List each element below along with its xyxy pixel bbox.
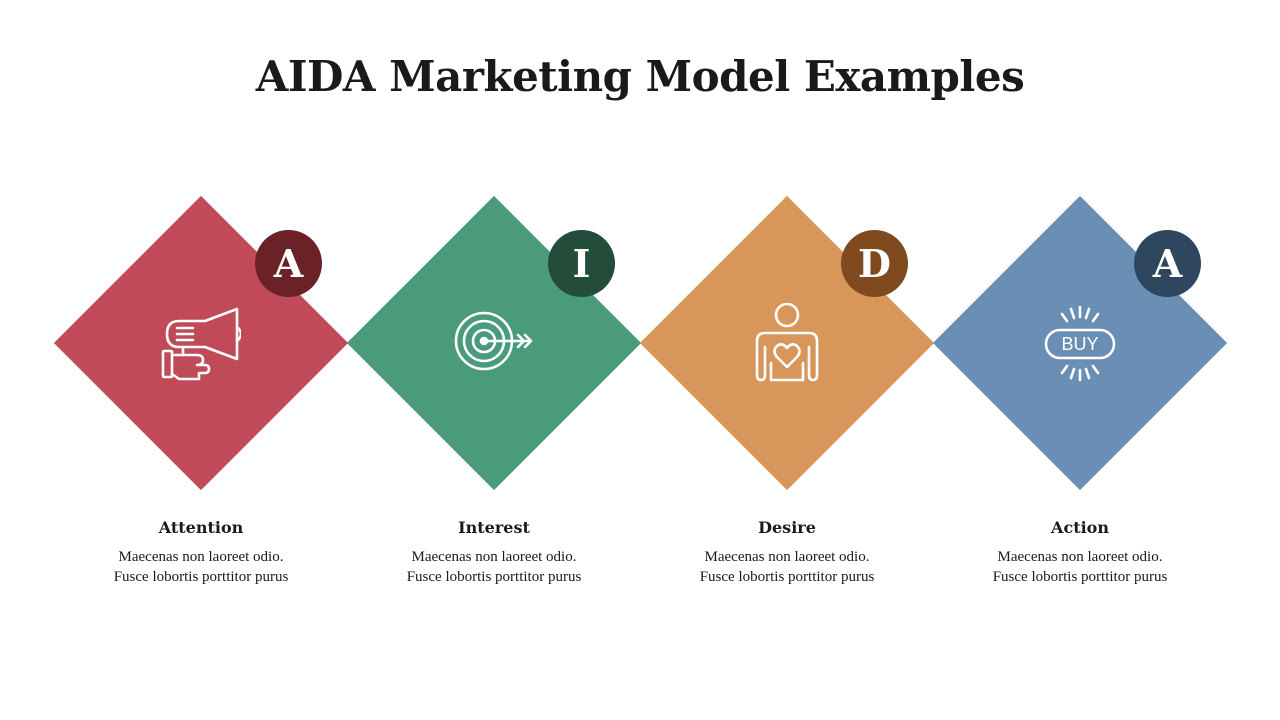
badge-letter: I <box>548 230 615 297</box>
step-label: Action <box>1051 518 1109 537</box>
description-line-1: Maecenas non laoreet odio. <box>704 549 870 565</box>
step-description: Maecenas non laoreet odio. Fusce loborti… <box>640 547 934 587</box>
step-label: Attention <box>158 518 244 537</box>
description-line-1: Maecenas non laoreet odio. <box>997 549 1163 565</box>
description-line-2: Fusce lobortis porttitor purus <box>699 569 875 585</box>
buy-icon: BUY <box>1044 305 1116 382</box>
caption-desire: Desire Maecenas non laoreet odio. Fusce … <box>640 518 934 587</box>
caption-action: Action Maecenas non laoreet odio. Fusce … <box>933 518 1227 587</box>
badge-letter: A <box>255 230 322 297</box>
description-line-2: Fusce lobortis porttitor purus <box>113 569 289 585</box>
aida-step-action: BUY A <box>932 195 1228 491</box>
caption-interest: Interest Maecenas non laoreet odio. Fusc… <box>347 518 641 587</box>
aida-step-attention: A <box>53 195 349 491</box>
badge-letter: A <box>1134 230 1201 297</box>
description-line-2: Fusce lobortis porttitor purus <box>406 569 582 585</box>
badge-letter: D <box>841 230 908 297</box>
megaphone-icon <box>161 307 241 381</box>
description-line-1: Maecenas non laoreet odio. <box>118 549 284 565</box>
aida-step-desire: D <box>639 195 935 491</box>
step-description: Maecenas non laoreet odio. Fusce loborti… <box>54 547 348 587</box>
buy-label: BUY <box>1061 334 1098 354</box>
aida-step-interest: I <box>346 195 642 491</box>
target-icon <box>454 311 533 371</box>
step-label: Desire <box>758 518 816 537</box>
description-line-1: Maecenas non laoreet odio. <box>411 549 577 565</box>
step-label: Interest <box>458 518 530 537</box>
page-title: AIDA Marketing Model Examples <box>255 52 1025 101</box>
step-description: Maecenas non laoreet odio. Fusce loborti… <box>933 547 1227 587</box>
person-heart-icon <box>755 303 819 382</box>
step-description: Maecenas non laoreet odio. Fusce loborti… <box>347 547 641 587</box>
caption-attention: Attention Maecenas non laoreet odio. Fus… <box>54 518 348 587</box>
description-line-2: Fusce lobortis porttitor purus <box>992 569 1168 585</box>
